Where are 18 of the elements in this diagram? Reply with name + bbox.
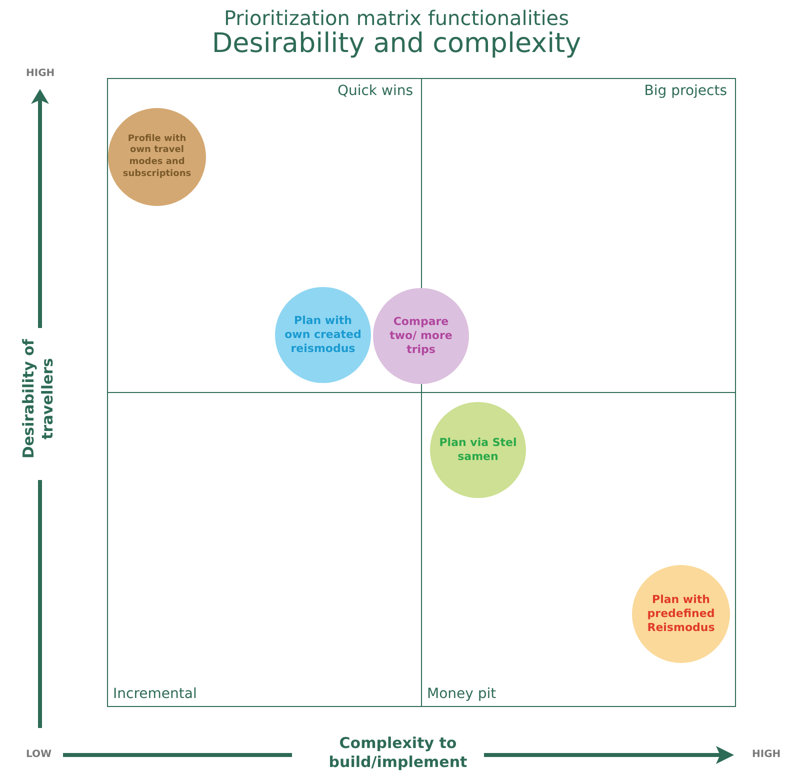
axis-end-label: LOW (26, 749, 52, 760)
quadrant-label: Quick wins (337, 83, 413, 99)
axis-end-label: HIGH (26, 68, 55, 79)
feature-label: Plan with predefined Reismodus (646, 592, 716, 636)
quadrant-box (421, 392, 736, 707)
chart-title: Prioritization matrix functionalities (222, 6, 570, 30)
quadrant-label: Incremental (113, 686, 197, 702)
feature-label: Profile with own travel modes and subscriptions (122, 134, 192, 180)
feature-label: Plan via Stel samen (438, 436, 518, 464)
axis-end-label: HIGH (752, 749, 781, 760)
quadrant-label: Money pit (427, 686, 496, 702)
axis-title: Desirability of travellers (19, 338, 57, 460)
feature-label: Compare two/ more trips (388, 314, 454, 358)
subtitle: Desirability and complexity (210, 28, 582, 59)
quadrant-label: Big projects (644, 83, 727, 99)
axis-title: Complexity to build/implement (328, 734, 468, 772)
feature-label: Plan with own created reismodus (284, 314, 362, 356)
quadrant-box (107, 392, 422, 707)
